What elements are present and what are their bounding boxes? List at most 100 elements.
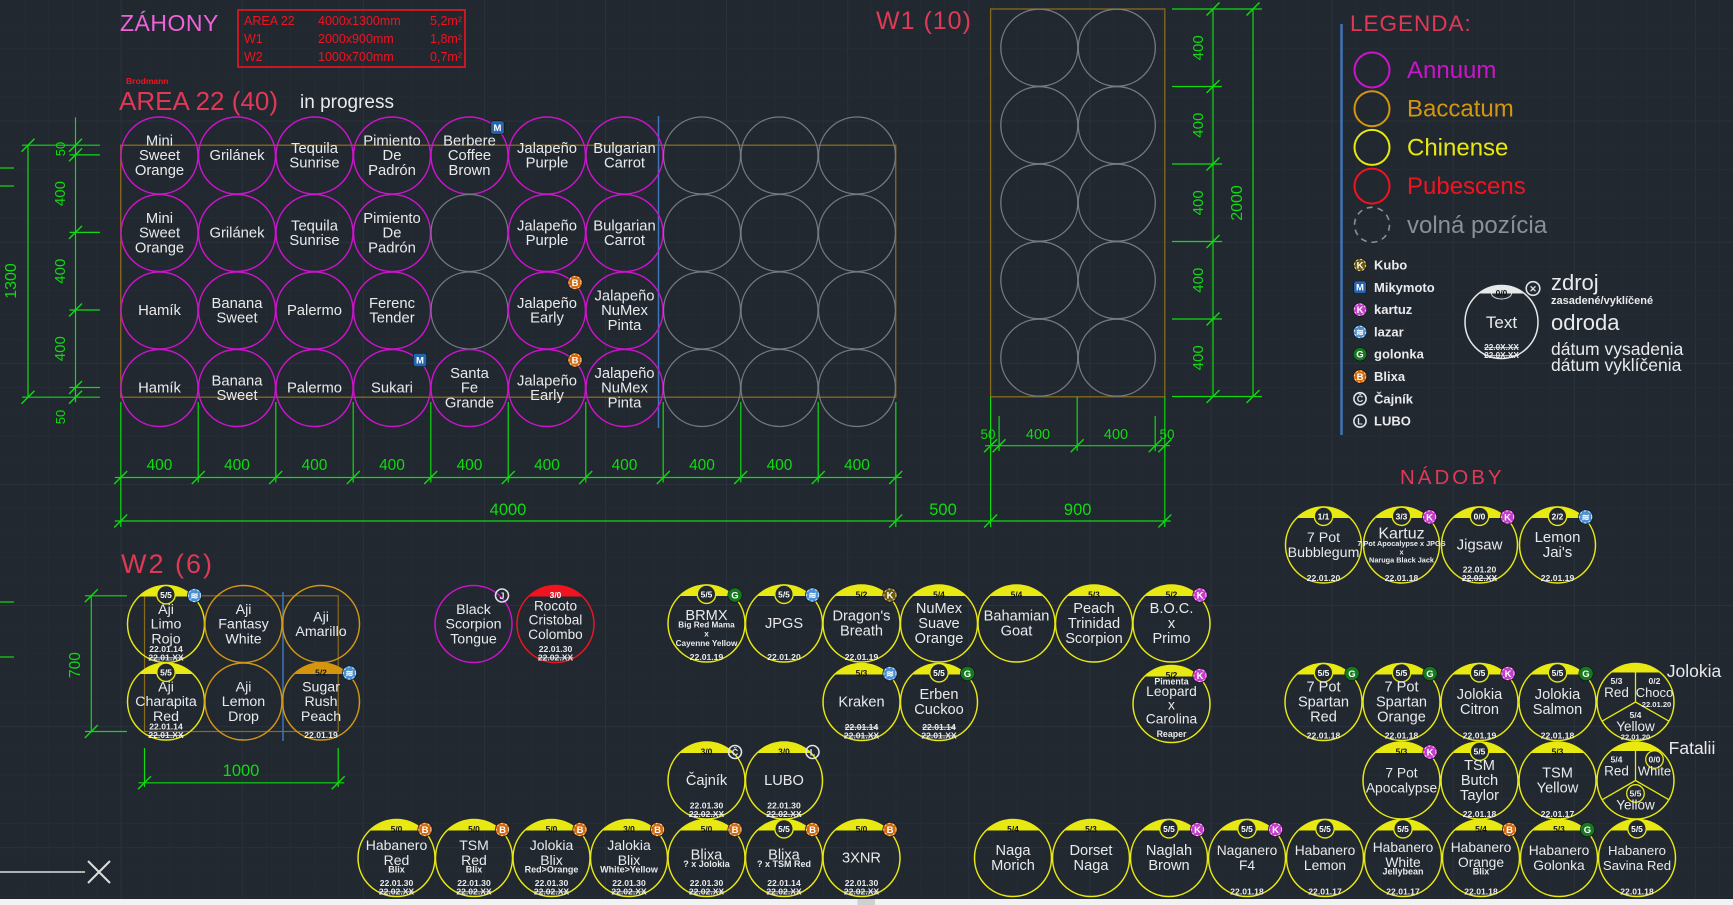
svg-text:5/3: 5/3 [1085,824,1097,834]
svg-text:400: 400 [534,457,560,474]
svg-text:5/3: 5/3 [856,668,868,678]
svg-text:Naganero: Naganero [1217,843,1278,858]
svg-text:Cuckoo: Cuckoo [914,702,963,718]
svg-text:22.01.14: 22.01.14 [922,722,956,732]
svg-text:Rocoto: Rocoto [534,599,577,614]
svg-text:x: x [1399,547,1403,556]
svg-text:5/5: 5/5 [778,589,790,599]
svg-text:B: B [422,825,429,836]
svg-text:Aji: Aji [158,680,174,696]
svg-text:kartuz: kartuz [1374,302,1413,317]
svg-text:22.01.30: 22.01.30 [690,800,724,810]
svg-text:Habanero: Habanero [1608,843,1666,858]
svg-text:W2: W2 [244,50,263,64]
svg-text:Blix: Blix [1473,867,1490,877]
svg-text:Blixa: Blixa [691,848,724,864]
svg-text:B.O.C.: B.O.C. [1150,601,1194,617]
svg-text:400: 400 [1104,427,1128,443]
svg-text:Sunrise: Sunrise [289,233,339,249]
svg-text:Palermo: Palermo [287,381,342,397]
svg-text:5/5: 5/5 [1474,746,1486,756]
svg-text:2000: 2000 [1229,185,1246,221]
svg-text:Scorpion: Scorpion [1065,631,1123,647]
svg-text:5/5: 5/5 [701,589,713,599]
svg-text:22.01.20: 22.01.20 [1307,573,1341,583]
svg-text:Early: Early [530,311,564,327]
svg-text:K: K [1357,260,1364,271]
svg-text:odroda: odroda [1551,310,1620,335]
svg-text:Mini: Mini [146,134,173,150]
svg-text:zdroj: zdroj [1551,270,1599,295]
svg-text:Palermo: Palermo [287,303,342,319]
svg-text:Bubblegum: Bubblegum [1288,545,1360,561]
svg-text:5/4: 5/4 [933,589,945,599]
svg-text:22.01.XX: 22.01.XX [148,730,184,740]
svg-text:5/4: 5/4 [1475,824,1487,834]
svg-text:22.0X.XX: 22.0X.XX [1484,343,1519,352]
svg-text:White: White [1638,764,1671,779]
svg-text:Sunrise: Sunrise [289,156,339,172]
svg-text:B: B [577,825,584,836]
svg-text:Sugar: Sugar [302,680,340,696]
svg-text:4000x1300mm: 4000x1300mm [318,14,401,28]
svg-text:5/5: 5/5 [1552,668,1564,678]
svg-text:Tongue: Tongue [450,631,497,647]
svg-text:3/3: 3/3 [1396,511,1408,521]
svg-text:Salmon: Salmon [1533,702,1582,718]
svg-text:K: K [1426,512,1433,523]
svg-text:5/0: 5/0 [856,824,868,834]
svg-text:22.01.XX: 22.01.XX [921,731,957,741]
svg-text:G: G [1584,825,1591,836]
svg-text:400: 400 [767,457,793,474]
svg-text:5/5: 5/5 [1474,668,1486,678]
svg-text:22.01.17: 22.01.17 [1308,887,1342,897]
svg-text:400: 400 [1190,35,1207,60]
svg-text:x: x [1168,616,1176,632]
svg-text:Jalokia: Jalokia [607,837,651,853]
svg-text:Erben: Erben [920,687,959,703]
svg-text:Brown: Brown [1148,858,1189,874]
svg-text:Orange: Orange [135,163,184,179]
svg-text:Dragon's: Dragon's [833,609,891,625]
svg-text:1/1: 1/1 [1318,511,1330,521]
svg-text:Red: Red [461,852,487,868]
svg-text:Coffee: Coffee [448,148,491,164]
svg-text:Jolokia: Jolokia [1667,661,1722,681]
svg-text:Carolina: Carolina [1146,711,1198,726]
svg-text:B: B [499,825,506,836]
svg-text:Pubescens: Pubescens [1407,173,1526,200]
svg-text:NuMex: NuMex [601,381,648,397]
svg-text:400: 400 [302,457,328,474]
svg-text:22.01.19: 22.01.19 [690,652,724,662]
svg-text:22.01.14: 22.01.14 [845,722,879,732]
svg-text:NÁDOBY: NÁDOBY [1400,466,1505,489]
svg-text:400: 400 [52,336,69,361]
svg-text:G: G [1426,669,1433,680]
svg-text:Apocalypse: Apocalypse [1366,781,1438,796]
svg-text:golonka: golonka [1374,347,1425,362]
svg-text:1000x700mm: 1000x700mm [318,50,394,64]
svg-text:7 Pot: 7 Pot [1306,680,1340,696]
svg-text:3/0: 3/0 [623,824,635,834]
svg-text:5/5: 5/5 [778,824,790,834]
svg-text:5/4: 5/4 [1611,755,1623,765]
svg-text:400: 400 [52,181,69,206]
svg-text:Taylor: Taylor [1460,788,1499,804]
svg-text:Golonka: Golonka [1533,858,1585,873]
svg-text:22.01.30: 22.01.30 [539,644,573,654]
svg-text:5/0: 5/0 [391,824,403,834]
svg-text:Aji: Aji [236,602,252,618]
svg-text:M: M [416,355,424,366]
svg-text:Big Red Mama: Big Red Mama [678,621,735,630]
svg-text:22.01.18: 22.01.18 [1464,887,1498,897]
svg-text:5/5: 5/5 [160,667,172,677]
svg-text:5/5: 5/5 [1318,668,1330,678]
svg-text:Black: Black [456,602,492,618]
svg-text:dátum vysadenia: dátum vysadenia [1551,339,1684,359]
svg-text:22.01.30: 22.01.30 [690,878,724,888]
svg-text:M: M [494,123,502,134]
svg-text:K: K [1427,747,1434,758]
svg-text:Orange: Orange [135,240,184,256]
svg-text:400: 400 [1190,345,1207,370]
svg-text:✕: ✕ [1529,284,1537,294]
